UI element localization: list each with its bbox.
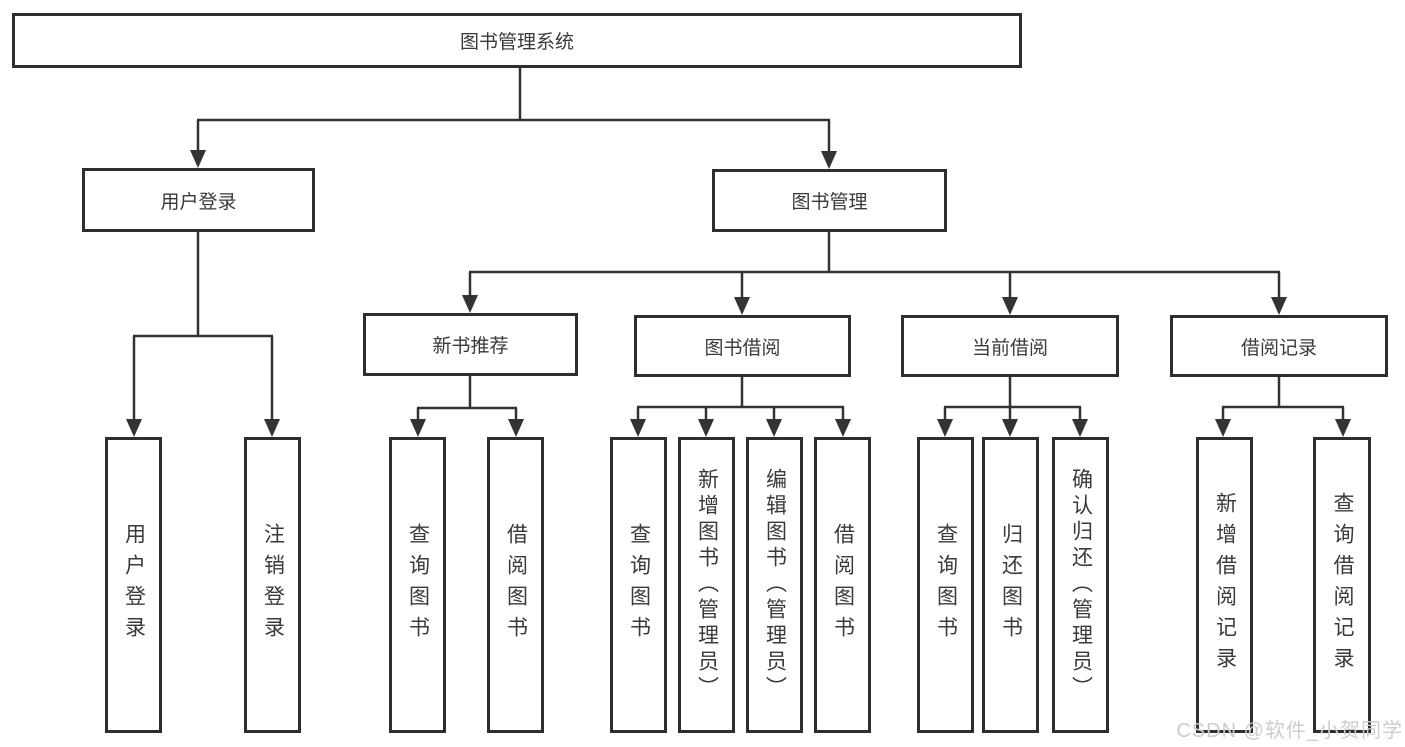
leaf-borrow-books-1-label: 借阅图书 (504, 523, 528, 647)
leaf-user-login-label: 用户登录 (122, 523, 146, 647)
leaf-return-books-label: 归还图书 (999, 523, 1023, 647)
leaf-query-books-1: 查询图书 (389, 437, 446, 733)
node-book-borrow-label: 图书借阅 (704, 337, 781, 359)
leaf-edit-books-admin: 编辑图书（管理员） (746, 437, 803, 733)
leaf-query-books-1-label: 查询图书 (406, 523, 430, 647)
leaf-logout: 注销登录 (244, 437, 301, 733)
node-borrow-record: 借阅记录 (1170, 315, 1388, 377)
node-book-borrow: 图书借阅 (634, 315, 851, 377)
leaf-confirm-return-admin-label: 确认归还（管理员） (1069, 468, 1093, 702)
node-borrow-record-label: 借阅记录 (1240, 337, 1317, 359)
leaf-edit-books-admin-label: 编辑图书（管理员） (763, 468, 787, 702)
node-book-management-label: 图书管理 (791, 192, 868, 213)
node-new-book-recommend-label: 新书推荐 (432, 336, 509, 357)
node-current-borrow-label: 当前借阅 (971, 337, 1048, 359)
node-root: 图书管理系统 (12, 13, 1022, 68)
leaf-logout-label: 注销登录 (261, 523, 285, 647)
leaf-add-books-admin-label: 新增图书（管理员） (695, 468, 719, 702)
leaf-query-books-3: 查询图书 (917, 437, 974, 733)
leaf-borrow-books-1: 借阅图书 (487, 437, 544, 733)
leaf-query-borrow-record: 查询借阅记录 (1313, 437, 1371, 733)
leaf-query-books-2-label: 查询图书 (627, 523, 651, 647)
leaf-add-books-admin: 新增图书（管理员） (678, 437, 735, 733)
node-user-login-label: 用户登录 (160, 191, 237, 213)
leaf-confirm-return-admin: 确认归还（管理员） (1052, 437, 1109, 733)
leaf-add-borrow-record-label: 新增借阅记录 (1213, 492, 1237, 678)
leaf-query-borrow-record-label: 查询借阅记录 (1331, 492, 1354, 678)
leaf-borrow-books-2: 借阅图书 (814, 437, 871, 733)
node-book-management: 图书管理 (712, 169, 947, 232)
node-new-book-recommend: 新书推荐 (363, 313, 578, 376)
leaf-user-login: 用户登录 (105, 437, 162, 733)
node-user-login: 用户登录 (82, 168, 315, 232)
leaf-query-books-3-label: 查询图书 (934, 523, 958, 647)
leaf-return-books: 归还图书 (982, 437, 1039, 733)
leaf-borrow-books-2-label: 借阅图书 (831, 523, 855, 647)
leaf-add-borrow-record: 新增借阅记录 (1196, 437, 1253, 733)
leaf-query-books-2: 查询图书 (610, 437, 667, 733)
csdn-watermark: CSDN @软件_小贺同学 (1176, 720, 1403, 742)
node-current-borrow: 当前借阅 (901, 315, 1119, 377)
node-root-label: 图书管理系统 (459, 32, 574, 53)
